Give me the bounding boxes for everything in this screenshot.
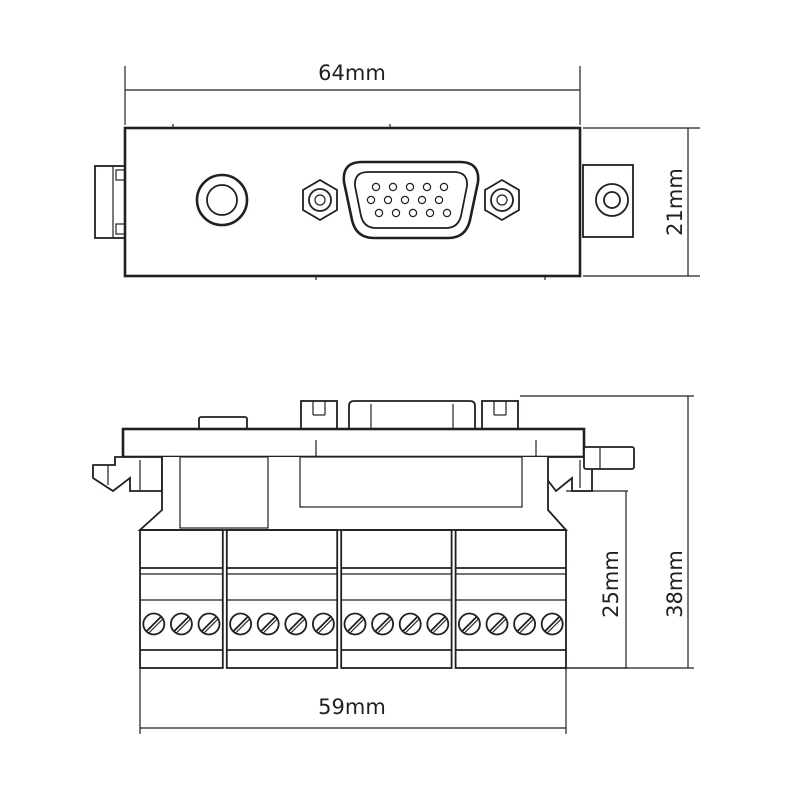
terminal-screw-icon <box>485 612 509 636</box>
vga-pin <box>374 208 384 218</box>
audio-jack-side <box>198 416 248 430</box>
dim-label-59mm: 59mm <box>318 695 386 719</box>
vga-pin <box>422 182 432 192</box>
side-view: 25mm 38mm 59mm <box>92 395 694 734</box>
vga-pin <box>366 195 376 205</box>
dimension-59mm: 59mm <box>139 668 567 734</box>
vga-pin <box>442 208 452 218</box>
terminal-screw-icon <box>343 612 367 636</box>
vga-screw-right-icon <box>484 178 520 222</box>
faceplate-side <box>121 427 586 459</box>
vga-pin <box>371 182 381 192</box>
terminal-screw-icon <box>197 612 221 636</box>
vga-pin <box>391 208 401 218</box>
terminal-block <box>139 529 224 669</box>
vga-side-shell <box>348 400 476 429</box>
terminal-block <box>225 529 339 669</box>
audio-jack-icon <box>195 173 249 227</box>
terminal-block <box>340 529 453 669</box>
vga-pin <box>434 195 444 205</box>
dimension-38mm: 38mm <box>520 395 694 669</box>
terminal-screw-icon <box>229 612 253 636</box>
terminal-screw-icon <box>256 612 280 636</box>
terminal-screw-icon <box>457 612 481 636</box>
terminal-screw-icon <box>513 612 536 636</box>
vga-screw-left-icon <box>302 178 338 222</box>
vga-pin <box>383 195 393 205</box>
left-mounting-tab <box>94 165 126 239</box>
front-view: 64mm <box>94 61 700 280</box>
vga-pin <box>439 182 449 192</box>
dim-label-25mm: 25mm <box>599 550 623 618</box>
dim-label-64mm: 64mm <box>318 61 386 85</box>
dimension-21mm: 21mm <box>583 127 700 277</box>
dimension-64mm: 64mm <box>124 61 581 125</box>
vga-pin <box>417 195 427 205</box>
faceplate <box>123 126 582 278</box>
dim-label-21mm: 21mm <box>663 168 687 236</box>
terminal-blocks <box>139 529 567 669</box>
right-mounting-tab <box>582 164 634 238</box>
vga-pin <box>408 208 418 218</box>
terminal-screw-icon <box>311 612 335 636</box>
terminal-screw-icon <box>142 612 166 636</box>
vga-side-screw-right <box>481 400 519 430</box>
vga-pins <box>366 182 452 218</box>
vga-pin <box>400 195 410 205</box>
terminal-screw-icon <box>284 612 308 636</box>
vga-socket-icon <box>342 160 480 240</box>
terminal-screw-icon <box>169 612 193 636</box>
terminal-screw-icon <box>398 612 422 636</box>
vga-pin <box>388 182 398 192</box>
vga-pin <box>405 182 415 192</box>
vga-side-screw-left <box>300 400 338 430</box>
dim-label-38mm: 38mm <box>663 550 687 618</box>
terminal-block <box>454 529 567 669</box>
left-clip <box>92 456 163 493</box>
terminal-screw-icon <box>371 612 395 636</box>
terminal-screw-icon <box>426 612 450 636</box>
vga-pin <box>425 208 435 218</box>
terminal-screw-icon <box>540 612 564 636</box>
dimension-25mm: 25mm <box>566 490 628 669</box>
module-body <box>137 456 569 531</box>
